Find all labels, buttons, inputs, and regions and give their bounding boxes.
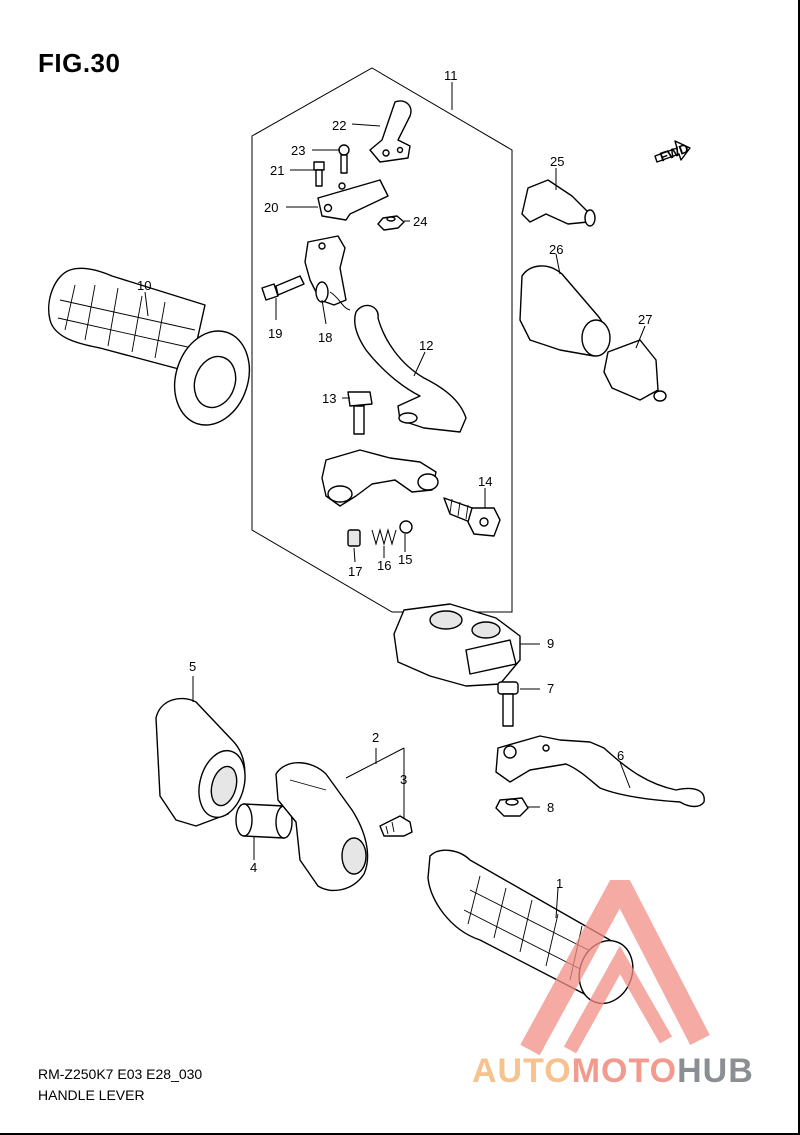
part-15-ball[interactable]: [399, 520, 413, 534]
callout-14: 14: [478, 474, 492, 489]
fwd-arrow-icon: FWD: [654, 140, 691, 165]
callout-6: 6: [617, 748, 624, 763]
part-4-bushing[interactable]: [235, 803, 293, 839]
callout-3: 3: [400, 772, 407, 787]
part-7-bolt[interactable]: [497, 681, 519, 727]
callout-24: 24: [413, 214, 427, 229]
part-17-spacer[interactable]: [347, 529, 361, 547]
callout-25: 25: [550, 154, 564, 169]
part-24-nut[interactable]: [377, 215, 405, 231]
part-19-bolt[interactable]: [261, 275, 305, 301]
part-26-lever-cover[interactable]: [519, 265, 611, 357]
part-21-screw[interactable]: [313, 161, 325, 187]
part-2-throttle-housing[interactable]: [275, 762, 369, 892]
fwd-label: FWD: [658, 140, 691, 164]
watermark-text-moto: MOTO: [571, 1052, 678, 1090]
callout-9: 9: [547, 636, 554, 651]
callout-7: 7: [547, 681, 554, 696]
part-16-spring[interactable]: [371, 528, 397, 546]
watermark-text-auto: AUTO: [472, 1052, 572, 1090]
part-3-screw[interactable]: [379, 815, 413, 837]
callout-5: 5: [189, 659, 196, 674]
callout-4: 4: [250, 860, 257, 875]
part-9-lever-cover[interactable]: [393, 603, 521, 687]
part-12-clutch-lever[interactable]: [354, 304, 467, 433]
clutch-bracket[interactable]: [321, 449, 439, 507]
callout-13: 13: [322, 391, 336, 406]
callout-11: 11: [444, 68, 458, 83]
watermark-logo-icon: [520, 880, 710, 1056]
leader-lines: [144, 82, 646, 919]
figure-title: FIG.30: [38, 48, 121, 78]
part-27-adjuster[interactable]: [603, 339, 667, 402]
model-code: RM-Z250K7 E03 E28_030: [38, 1066, 203, 1082]
callout-15: 15: [398, 552, 412, 567]
callout-21: 21: [270, 163, 284, 178]
callout-23: 23: [291, 143, 305, 158]
callout-labels: 1 2 3 4 5 6 7 8 9 10 11 12 13 14 15 16 1…: [137, 68, 652, 891]
callout-22: 22: [332, 118, 346, 133]
part-8-nut[interactable]: [495, 797, 529, 817]
callout-8: 8: [547, 800, 554, 815]
assembly-outline: [251, 67, 513, 613]
part-18-lever-holder[interactable]: [304, 235, 351, 311]
part-14-cable-adjuster[interactable]: [443, 497, 501, 537]
figure-caption: HANDLE LEVER: [38, 1087, 145, 1103]
part-5-throttle-cover[interactable]: [155, 697, 252, 827]
watermark-text: AUTOMOTOHUB: [472, 1052, 754, 1091]
callout-12: 12: [419, 338, 433, 353]
watermark-text-hub: HUB: [677, 1052, 754, 1090]
callout-2: 2: [372, 730, 379, 745]
callout-10: 10: [137, 278, 151, 293]
part-22-adjuster-lever[interactable]: [369, 100, 412, 163]
callout-19: 19: [268, 326, 282, 341]
callout-27: 27: [638, 312, 652, 327]
part-6-brake-lever[interactable]: [495, 735, 705, 808]
callout-17: 17: [348, 564, 362, 579]
part-20-clamp-plate[interactable]: [317, 179, 389, 221]
callout-18: 18: [318, 330, 332, 345]
callout-1: 1: [556, 876, 563, 891]
part-10-left-grip[interactable]: [48, 267, 261, 434]
part-23-bolt[interactable]: [338, 144, 350, 174]
callout-26: 26: [549, 242, 563, 257]
callout-16: 16: [377, 558, 391, 573]
part-25-cable-boot[interactable]: [521, 179, 596, 227]
callout-20: 20: [264, 200, 278, 215]
part-13-pivot-bolt[interactable]: [347, 391, 373, 435]
